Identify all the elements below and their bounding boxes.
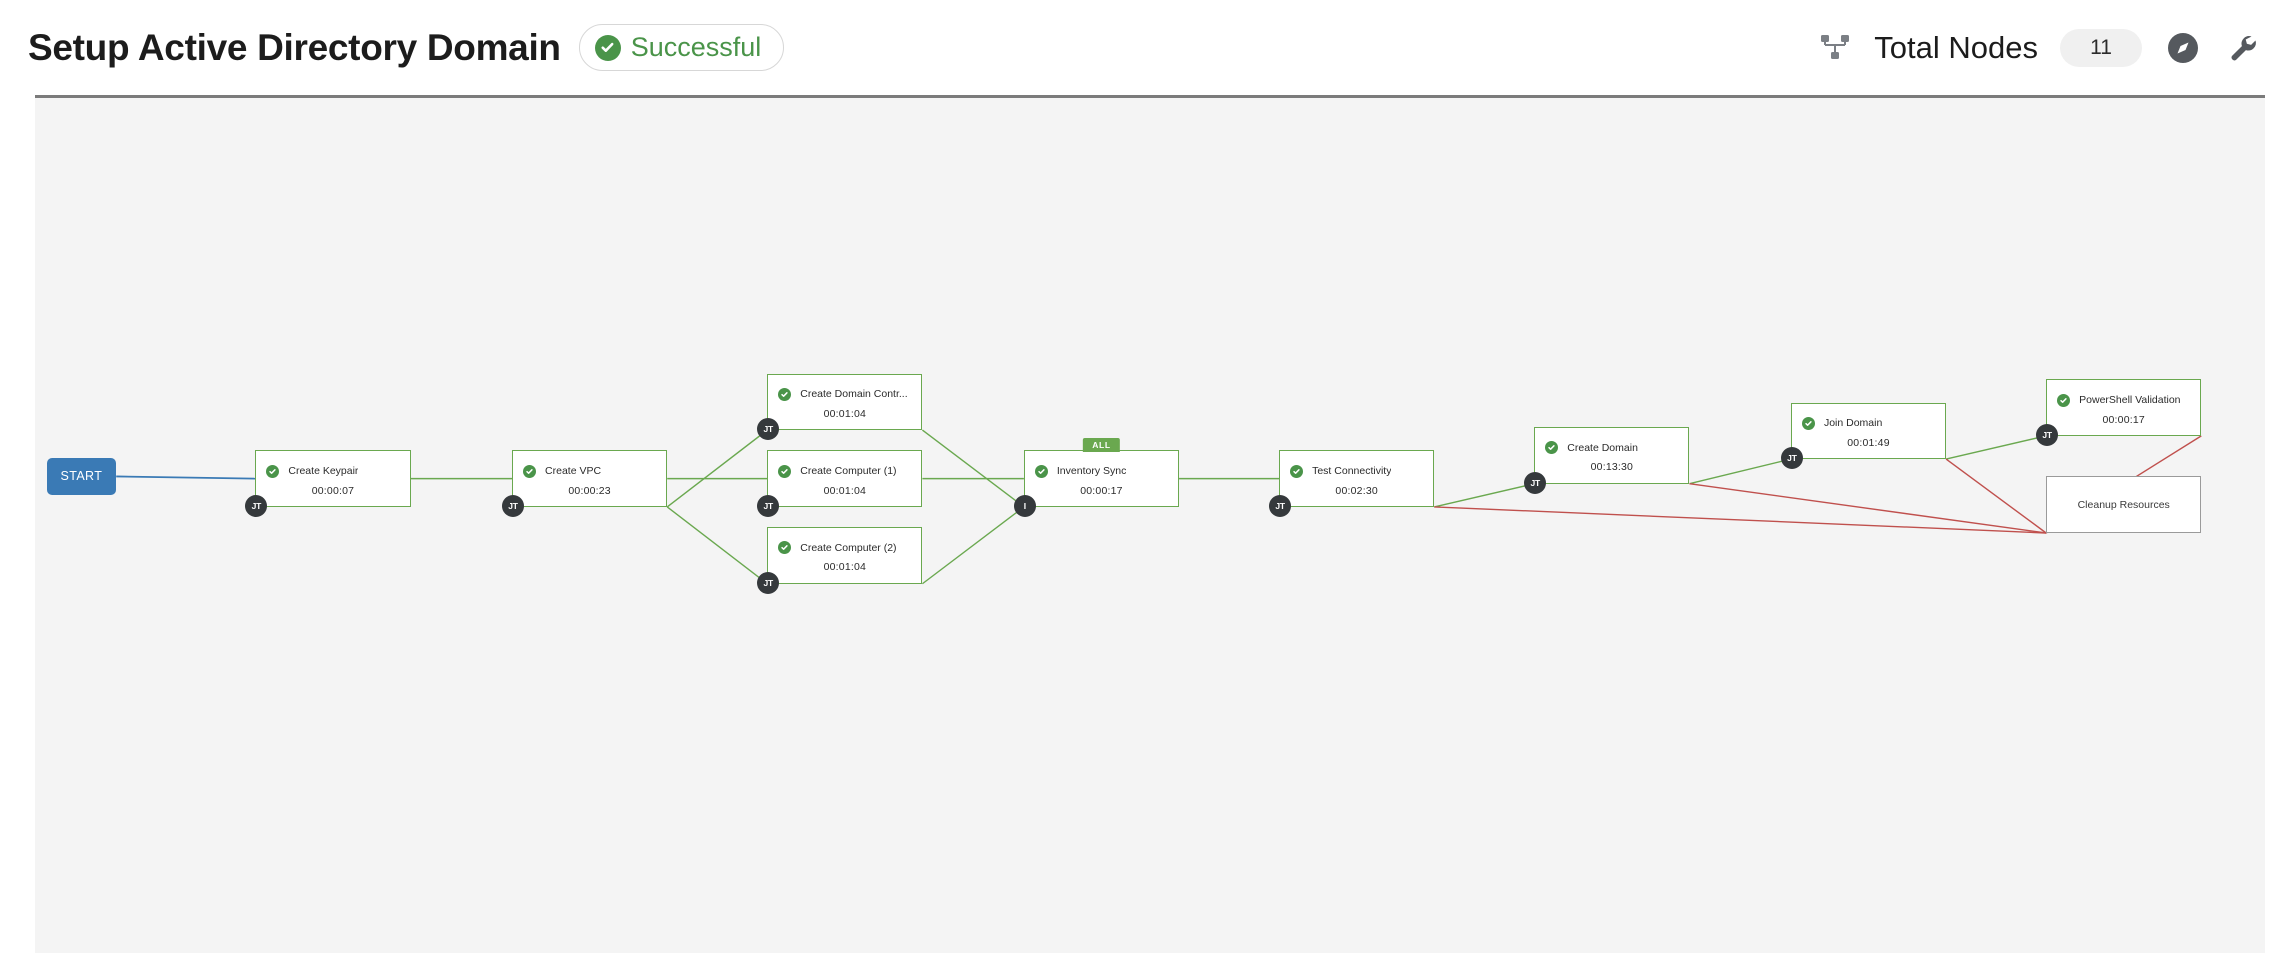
node-type-badge[interactable]: JT — [757, 418, 780, 441]
node-title-row: Create Keypair — [256, 461, 409, 482]
node-title: Test Connectivity — [1312, 465, 1392, 478]
page-header: Setup Active Directory Domain Successful… — [0, 0, 2290, 95]
node-type-badge[interactable]: JT — [757, 571, 780, 594]
node-check-icon — [266, 464, 280, 478]
edge-test-connectivity-to-cleanup-resources — [1434, 506, 2047, 534]
sitemap-icon[interactable] — [1820, 33, 1852, 63]
node-title: Join Domain — [1823, 417, 1883, 430]
node-check-icon — [1034, 464, 1048, 478]
node-title: Create VPC — [545, 465, 602, 478]
edge-create-vpc-to-create-domain-controller — [666, 429, 768, 508]
node-title-row: Create Computer (2) — [768, 537, 921, 558]
node-title: Create Keypair — [288, 465, 359, 478]
edge-start-to-create-keypair — [116, 475, 256, 480]
total-nodes-count: 11 — [2060, 28, 2142, 67]
node-duration: 00:00:17 — [1080, 484, 1123, 497]
check-circle-icon — [594, 34, 621, 61]
node-title-row: Create Domain — [1535, 437, 1688, 458]
edge-create-computer-2-to-inventory-sync — [921, 506, 1025, 585]
node-title: PowerShell Validation — [2079, 394, 2181, 407]
node-duration: 00:00:07 — [311, 484, 355, 497]
edge-layer — [116, 429, 2202, 585]
node-title-row: Join Domain — [1792, 413, 1945, 434]
node-type-badge[interactable]: I — [1013, 494, 1036, 517]
node-title: Create Domain — [1567, 441, 1638, 454]
node-title-row: Create Domain Contr... — [768, 384, 921, 405]
status-badge: Successful — [578, 24, 785, 71]
node-title: Create Computer (1) — [800, 465, 897, 478]
node-duration: 00:01:49 — [1847, 436, 1890, 449]
node-title-row: Create VPC — [513, 461, 666, 482]
header-left-group: Setup Active Directory Domain Successful — [28, 24, 785, 71]
node-check-icon — [2057, 393, 2071, 407]
edge-join-domain-to-powershell-validation — [1945, 435, 2047, 460]
node-type-badge[interactable]: JT — [1269, 494, 1292, 517]
workflow-node-cleanup-resources[interactable]: Cleanup Resources — [2046, 476, 2202, 533]
node-check-icon — [523, 464, 537, 478]
total-nodes-label: Total Nodes — [1874, 29, 2038, 65]
edge-test-connectivity-to-create-domain — [1434, 483, 1535, 508]
wrench-icon[interactable] — [2224, 30, 2260, 66]
node-check-icon — [1290, 464, 1304, 478]
node-duration: 00:01:04 — [823, 561, 867, 574]
node-title-row: PowerShell Validation — [2047, 390, 2200, 411]
node-type-badge[interactable]: JT — [757, 494, 780, 517]
node-check-icon — [1801, 416, 1815, 430]
node-duration: 00:01:04 — [823, 484, 867, 497]
node-tag: ALL — [1083, 438, 1120, 453]
compass-icon[interactable] — [2164, 29, 2202, 67]
node-title: Create Computer (2) — [800, 541, 897, 554]
node-duration: 00:13:30 — [1590, 461, 1634, 474]
header-right-group: Total Nodes 11 — [1820, 28, 2260, 67]
node-title: Create Domain Contr... — [800, 388, 908, 401]
status-label: Successful — [630, 32, 762, 62]
node-duration: 00:02:30 — [1335, 484, 1378, 497]
node-type-badge[interactable]: JT — [1524, 471, 1547, 494]
node-type-badge[interactable]: JT — [1780, 447, 1803, 470]
node-check-icon — [778, 541, 792, 555]
node-check-icon — [778, 387, 792, 401]
node-type-badge[interactable]: JT — [502, 494, 525, 517]
node-title-row: Inventory Sync — [1025, 461, 1178, 482]
node-title-row: Test Connectivity — [1280, 461, 1433, 482]
node-duration: 00:00:17 — [2102, 413, 2145, 426]
start-node[interactable]: START — [46, 457, 117, 496]
node-title-row: Create Computer (1) — [768, 461, 921, 482]
node-title: Cleanup Resources — [2077, 498, 2170, 511]
node-type-badge[interactable]: JT — [245, 494, 268, 517]
node-duration: 00:01:04 — [823, 407, 867, 420]
node-check-icon — [778, 464, 792, 478]
node-title: Inventory Sync — [1056, 465, 1127, 478]
node-duration: 00:00:23 — [568, 484, 611, 497]
edge-create-domain-to-cleanup-resources — [1689, 483, 2047, 534]
edge-join-domain-to-cleanup-resources — [1945, 458, 2047, 534]
page-title: Setup Active Directory Domain — [28, 26, 561, 68]
node-check-icon — [1545, 441, 1559, 455]
node-type-badge[interactable]: JT — [2036, 423, 2059, 446]
edge-create-domain-controller-to-inventory-sync — [921, 429, 1025, 508]
edge-create-domain-to-join-domain — [1689, 458, 1792, 485]
node-title-row: Cleanup Resources — [2047, 499, 2200, 511]
edge-create-vpc-to-create-computer-2 — [666, 506, 768, 585]
